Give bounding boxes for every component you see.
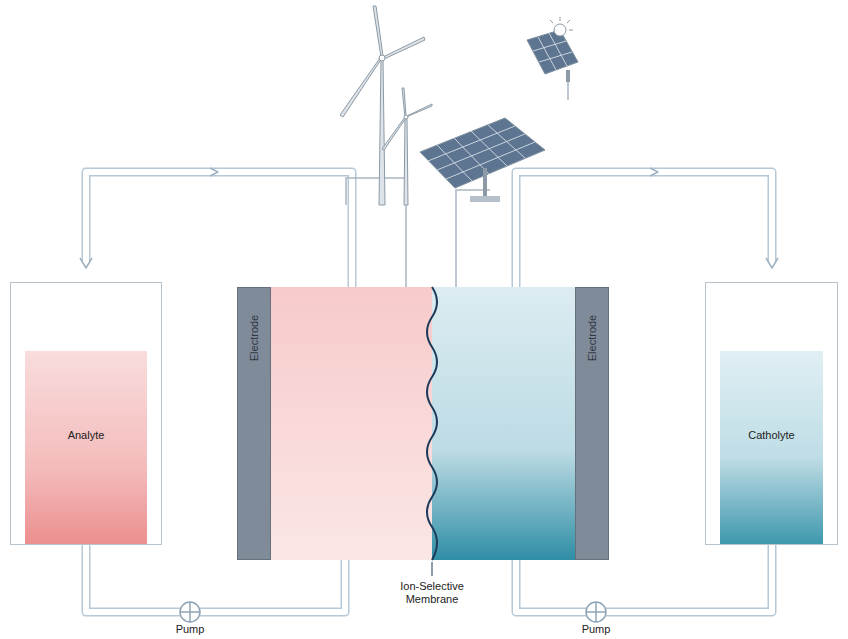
electrode-plate: Electrode [237, 287, 271, 560]
electrode-label: Electrode [248, 315, 260, 361]
storage-tank: Analyte [10, 282, 162, 545]
tank-label: Catholyte [748, 429, 794, 441]
electrolyte-fill [720, 351, 823, 544]
terminal-symbol [248, 294, 598, 306]
electrode-plate: Electrode [575, 287, 609, 560]
pump-label: Pump [160, 623, 220, 636]
electrolyte-fill [25, 351, 147, 544]
leader-line [432, 562, 433, 576]
pipes [80, 168, 778, 612]
pump-label: Pump [566, 623, 626, 636]
storage-tank: Catholyte [705, 282, 838, 545]
wind-turbine [340, 6, 432, 205]
tank-label: Analyte [68, 429, 105, 441]
anolyte-chamber [268, 287, 434, 560]
membrane-label: Ion-Selective Membrane [387, 580, 477, 605]
solar-panel [420, 17, 578, 202]
membrane [427, 287, 437, 560]
electrode-label: Electrode [586, 315, 598, 361]
pump-symbol [180, 602, 606, 622]
catholyte-chamber [432, 287, 578, 560]
